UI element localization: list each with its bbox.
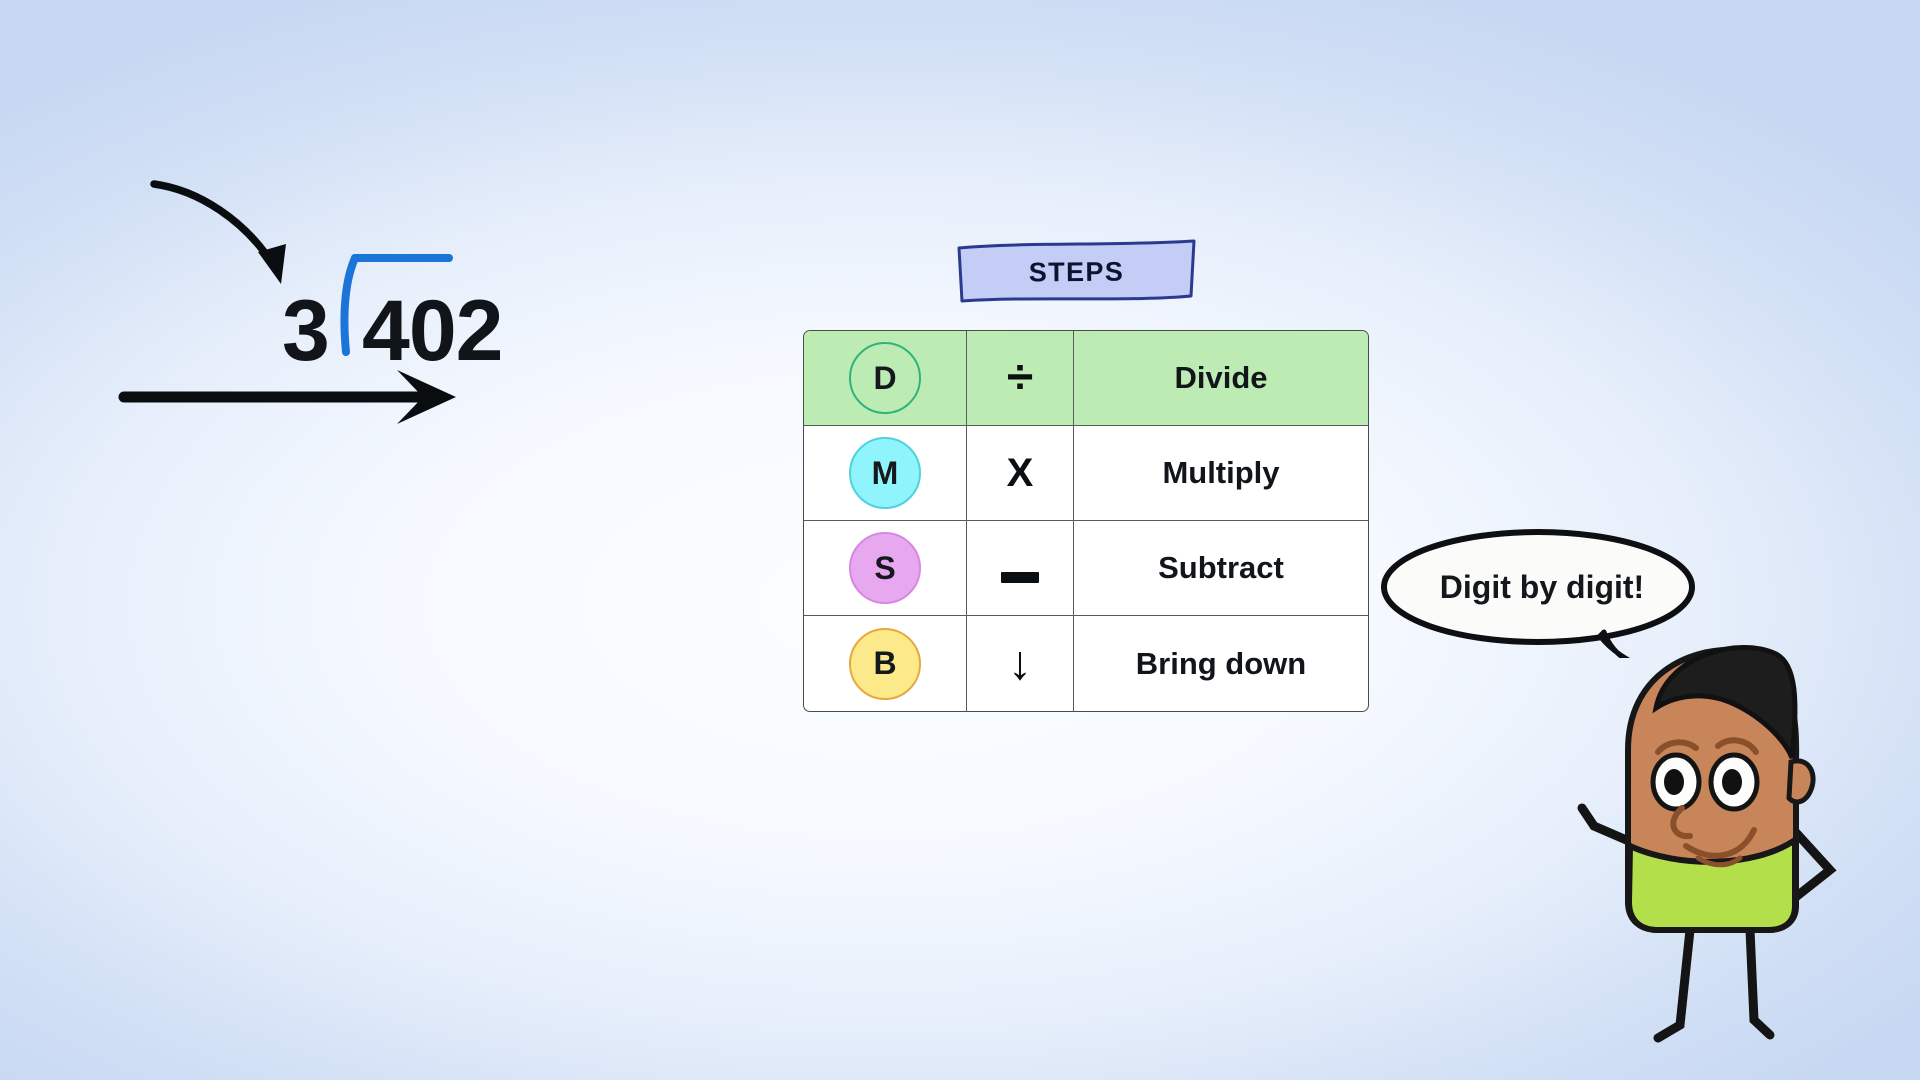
right-arm [1785,821,1837,905]
table-row[interactable]: S Subtract [804,521,1368,616]
word-cell: Divide [1174,360,1268,395]
symbol-cell [967,521,1074,615]
division-bracket-icon [340,254,453,356]
division-problem: 3 402 [150,180,503,410]
hair [1652,645,1798,759]
letter-badge-m: M [849,437,921,509]
word-cell: Subtract [1158,550,1284,585]
divisor-value: 3 [282,283,330,379]
letter-cell: M [804,426,967,520]
banner-shape [957,239,1196,303]
bring-down-icon: ↓ [1008,636,1032,690]
symbol-cell: ↓ [967,616,1074,711]
letter-badge-b: B [849,627,921,700]
symbol-cell: ÷ [967,331,1074,425]
steps-banner: STEPS [955,238,1198,306]
right-eyebrow [1715,737,1759,755]
word-cell: Multiply [1162,455,1280,490]
left-arm [1577,803,1643,850]
dividend-value: 402 [362,283,503,379]
right-leg [1745,925,1775,1040]
speech-bubble-text: Digit by digit! [1439,568,1645,605]
straight-arrow-icon [118,370,456,424]
table-row[interactable]: B ↓ Bring down [804,616,1368,711]
symbol-cell: X [967,426,1074,520]
curved-arrow-icon [150,180,286,284]
right-pupil [1722,769,1742,795]
left-eyebrow [1655,739,1699,755]
left-pupil [1664,769,1684,795]
word-cell: Bring down [1135,645,1307,681]
speech-bubble: Digit by digit! [1378,528,1706,658]
cartoon-boy-character [1577,645,1837,1043]
table-row[interactable]: M X Multiply [804,426,1368,521]
divide-icon: ÷ [1006,351,1034,404]
letter-badge-s: S [849,532,921,604]
steps-banner-label: STEPS [1028,256,1125,287]
letter-cell: S [804,521,967,615]
shirt [1625,834,1798,933]
multiply-icon: X [1006,451,1034,495]
ear [1786,758,1816,805]
chin-line [1695,855,1743,868]
speech-bubble-shape [1381,529,1695,658]
steps-table: D ÷ Divide M X Multiply S [803,330,1369,712]
mouth [1683,827,1757,859]
left-leg [1653,925,1695,1043]
letter-cell: D [804,331,967,425]
letter-cell: B [804,616,967,711]
subtract-icon [1001,545,1039,591]
nose [1670,805,1693,840]
letter-badge-d: D [849,342,921,414]
table-row[interactable]: D ÷ Divide [804,331,1368,426]
